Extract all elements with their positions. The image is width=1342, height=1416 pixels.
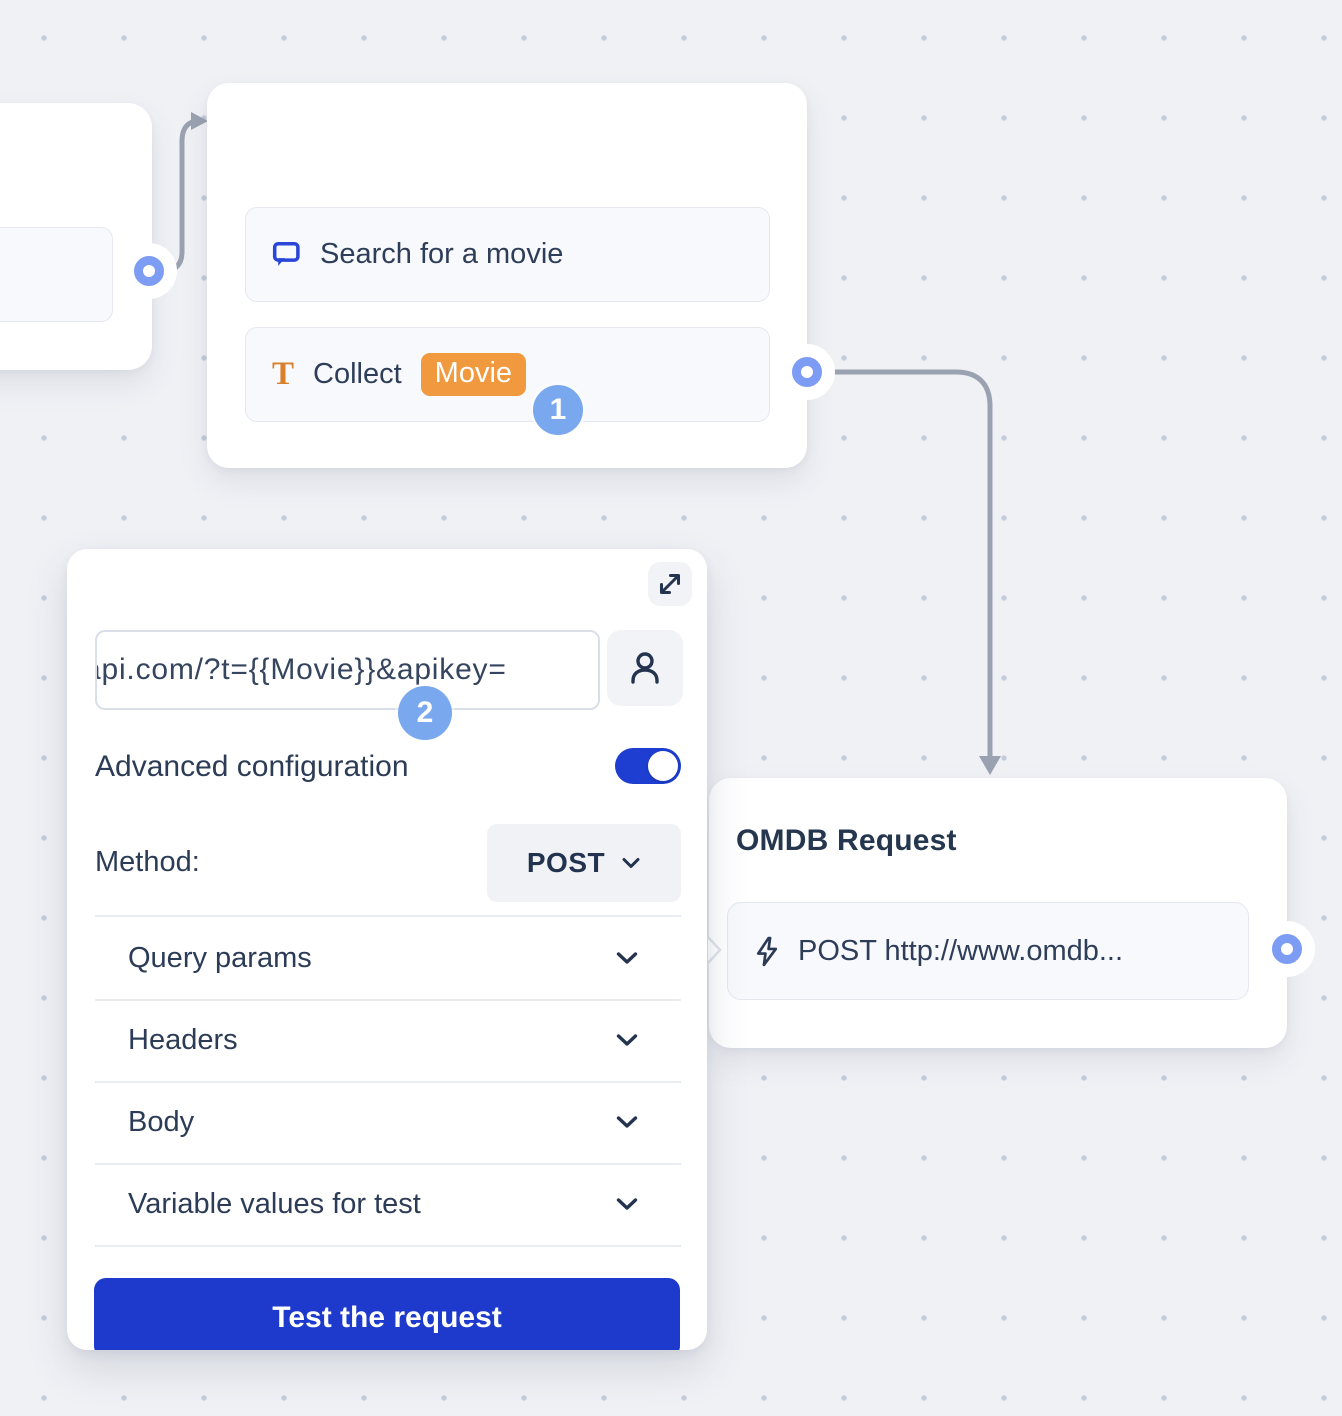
variable-tag: Movie [420, 352, 527, 397]
text-input-icon: T [272, 356, 295, 392]
section-label: Headers [128, 1023, 238, 1056]
test-request-button[interactable]: Test the request [94, 1278, 680, 1350]
block-label: Collect [313, 358, 402, 390]
partial-node-row[interactable] [0, 227, 113, 322]
port-ring [134, 256, 164, 286]
person-icon [631, 652, 659, 684]
connector-movie-search-to-omdb [817, 369, 993, 760]
expand-button[interactable] [648, 562, 692, 606]
step-badge-1: 1 [533, 385, 583, 435]
block-webhook-request[interactable]: POST http://www.omdb... [727, 902, 1249, 1000]
chevron-down-icon [616, 1116, 638, 1128]
output-port-omdb-request[interactable] [1259, 921, 1315, 977]
divider [95, 999, 681, 1001]
save-response-variable-button[interactable] [607, 630, 683, 706]
node-title: OMDB Request [736, 824, 957, 857]
divider [95, 1245, 681, 1247]
step-badge-2: 2 [398, 686, 452, 740]
partial-node-left[interactable] [0, 103, 152, 370]
output-port-movie-search[interactable] [779, 344, 835, 400]
block-label: POST http://www.omdb... [798, 934, 1124, 967]
section-label: Query params [128, 941, 312, 974]
chat-bubble-icon [272, 241, 300, 266]
lightning-icon [756, 936, 778, 966]
divider [95, 1081, 681, 1083]
toggle-knob [648, 751, 678, 781]
section-variable-values[interactable]: Variable values for test [95, 1163, 681, 1245]
section-label: Body [128, 1105, 195, 1138]
section-query-params[interactable]: Query params [95, 917, 681, 999]
divider [95, 1163, 681, 1165]
block-collect-variable[interactable]: T Collect Movie [245, 327, 770, 422]
port-ring [1272, 934, 1302, 964]
advanced-configuration-toggle[interactable] [615, 748, 681, 784]
section-label: Variable values for test [128, 1187, 421, 1220]
method-dropdown[interactable]: POST [487, 824, 681, 902]
input-port-notch[interactable] [706, 935, 723, 965]
chevron-down-icon [622, 858, 640, 868]
method-value: POST [526, 847, 606, 878]
node-omdb-request[interactable]: OMDB Request POST http://www.omdb... [706, 778, 1287, 1048]
request-config-panel: api.com/?t={{Movie}}&apikey= Advanced co… [67, 549, 707, 1350]
section-body[interactable]: Body [95, 1081, 681, 1163]
method-label: Method: [95, 846, 200, 878]
expand-icon [660, 574, 680, 594]
section-headers[interactable]: Headers [95, 999, 681, 1081]
port-ring [792, 357, 822, 387]
chevron-down-icon [616, 952, 638, 964]
divider [95, 915, 681, 917]
url-input[interactable]: api.com/?t={{Movie}}&apikey= [95, 630, 600, 710]
block-label: Search for a movie [320, 238, 564, 270]
url-input-value: api.com/?t={{Movie}}&apikey= [95, 653, 507, 686]
connector-arrowhead-down [979, 756, 1001, 775]
connector-arrowhead-right [191, 112, 208, 130]
chevron-down-icon [616, 1034, 638, 1046]
chevron-down-icon [616, 1198, 638, 1210]
output-port-left-node[interactable] [121, 243, 177, 299]
advanced-configuration-label: Advanced configuration [95, 750, 409, 783]
node-movie-search[interactable]: Movie search Search for a movie T Collec… [207, 83, 807, 468]
block-ask-question[interactable]: Search for a movie [245, 207, 770, 302]
